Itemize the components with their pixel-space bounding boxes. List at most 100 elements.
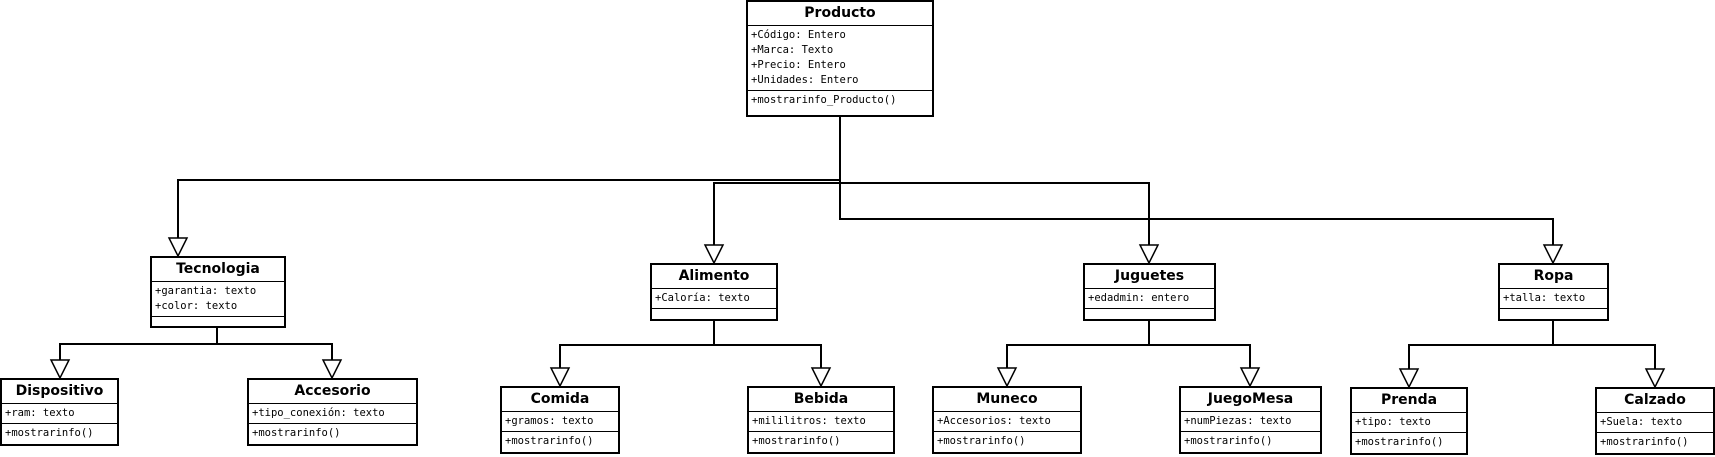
methods-section: +mostrarinfo() xyxy=(502,431,618,451)
class-alimento[interactable]: Alimento +Caloría: texto xyxy=(650,263,778,321)
class-producto[interactable]: Producto +Código: Entero +Marca: Texto +Pre… xyxy=(746,0,934,117)
attribute: +numPiezas: texto xyxy=(1184,415,1292,427)
class-muneco[interactable]: Muneco +Accesorios: texto +mostrarinfo() xyxy=(932,386,1082,454)
attribute: +Precio: Entero xyxy=(751,59,846,71)
methods-section: +mostrarinfo() xyxy=(1597,432,1713,452)
inheritance-line-dispositivo xyxy=(59,328,218,360)
class-name: Prenda xyxy=(1352,389,1466,413)
attribute: +Unidades: Entero xyxy=(751,74,859,86)
generalization-arrowhead-dispositivo xyxy=(49,359,71,380)
generalization-arrowhead-prenda xyxy=(1398,368,1420,389)
attributes-section: +gramos: texto xyxy=(502,412,618,431)
attributes-section: +numPiezas: texto xyxy=(1181,412,1320,431)
class-dispositivo[interactable]: Dispositivo +ram: texto +mostrarinfo() xyxy=(0,378,119,446)
attributes-section: +Código: Entero +Marca: Texto +Precio: Ent… xyxy=(748,26,932,90)
attribute: +Marca: Texto xyxy=(751,44,834,56)
class-bebida[interactable]: Bebida +mililitros: texto +mostrarinfo() xyxy=(747,386,895,454)
attributes-section: +talla: texto xyxy=(1500,289,1607,308)
generalization-arrowhead-comida xyxy=(549,367,571,388)
attribute: +garantia: texto xyxy=(155,285,257,297)
methods-section xyxy=(1085,308,1214,315)
class-comida[interactable]: Comida+gramos: texto +mostrarinfo() xyxy=(500,386,620,454)
attributes-section: +Accesorios: texto xyxy=(934,412,1080,431)
inheritance-line-muneco xyxy=(1006,321,1150,368)
generalization-arrowhead-alimento xyxy=(703,244,725,265)
attributes-section: +Suela: texto xyxy=(1597,413,1713,432)
attribute: +Código: Entero xyxy=(751,29,846,41)
attributes-section: +tipo_conexión: texto xyxy=(249,404,416,423)
method: +mostrarinfo() xyxy=(1600,436,1689,448)
class-ropa[interactable]: Ropa+talla: texto xyxy=(1498,263,1609,321)
method: +mostrarinfo() xyxy=(752,435,841,447)
class-name: Alimento xyxy=(652,265,776,289)
inheritance-line-accesorio xyxy=(216,328,333,360)
method: +mostrarinfo() xyxy=(505,435,594,447)
class-prenda[interactable]: Prenda +tipo: texto +mostrarinfo() xyxy=(1350,387,1468,455)
method: +mostrarinfo() xyxy=(5,427,94,439)
methods-section: +mostrarinfo() xyxy=(1352,432,1466,452)
class-name: Tecnologia xyxy=(152,258,284,282)
method: +mostrarinfo() xyxy=(1184,435,1273,447)
attributes-section: +ram: texto xyxy=(2,404,117,423)
methods-section xyxy=(152,316,284,323)
attributes-section: +tipo: texto xyxy=(1352,413,1466,432)
class-accesorio[interactable]: Accesorio +tipo_conexión: texto +mostrarin… xyxy=(247,378,418,446)
inheritance-line-tecnologia xyxy=(177,117,841,238)
generalization-arrowhead-calzado xyxy=(1644,368,1666,389)
method: +mostrarinfo() xyxy=(937,435,1026,447)
methods-section xyxy=(652,308,776,315)
method: +mostrarinfo() xyxy=(252,427,341,439)
methods-section: +mostrarinfo() xyxy=(249,423,416,443)
inheritance-line-bebida xyxy=(713,321,822,368)
class-name: Comida xyxy=(502,388,618,412)
generalization-arrowhead-tecnologia xyxy=(167,237,189,258)
inheritance-line-ropa xyxy=(839,117,1554,245)
methods-section: +mostrarinfo() xyxy=(749,431,893,451)
generalization-arrowhead-accesorio xyxy=(321,359,343,380)
class-name: Producto xyxy=(748,2,932,26)
methods-section: +mostrarinfo() xyxy=(934,431,1080,451)
inheritance-line-juguetes xyxy=(839,117,1150,245)
class-tecnologia[interactable]: Tecnologia +garantia: texto +color: texto xyxy=(150,256,286,328)
attribute: +Caloría: texto xyxy=(655,292,750,304)
attribute: +ram: texto xyxy=(5,407,75,419)
generalization-arrowhead-ropa xyxy=(1542,244,1564,265)
attribute: +tipo: texto xyxy=(1355,416,1431,428)
methods-section xyxy=(1500,308,1607,315)
class-name: Juguetes xyxy=(1085,265,1214,289)
inheritance-line-calzado xyxy=(1552,321,1656,369)
generalization-arrowhead-juguetes xyxy=(1138,244,1160,265)
generalization-arrowhead-muneco xyxy=(996,367,1018,388)
attribute: +tipo_conexión: texto xyxy=(252,407,385,419)
class-name: Muneco xyxy=(934,388,1080,412)
attributes-section: +garantia: texto +color: texto xyxy=(152,282,284,316)
class-calzado[interactable]: Calzado +Suela: texto +mostrarinfo() xyxy=(1595,387,1715,455)
class-name: JuegoMesa xyxy=(1181,388,1320,412)
attributes-section: +mililitros: texto xyxy=(749,412,893,431)
method: +mostrarinfo_Producto() xyxy=(751,94,897,106)
class-name: Bebida xyxy=(749,388,893,412)
attribute: +talla: texto xyxy=(1503,292,1586,304)
attribute: +Accesorios: texto xyxy=(937,415,1051,427)
methods-section: +mostrarinfo_Producto() xyxy=(748,90,932,110)
attribute: +edadmin: entero xyxy=(1088,292,1190,304)
class-name: Dispositivo xyxy=(2,380,117,404)
attribute: +Suela: texto xyxy=(1600,416,1683,428)
attribute: +color: texto xyxy=(155,300,238,312)
methods-section: +mostrarinfo() xyxy=(2,423,117,443)
class-juegomesa[interactable]: JuegoMesa +numPiezas: texto +mostrarinfo() xyxy=(1179,386,1322,454)
inheritance-line-prenda xyxy=(1408,321,1554,369)
method: +mostrarinfo() xyxy=(1355,436,1444,448)
class-name: Calzado xyxy=(1597,389,1713,413)
methods-section: +mostrarinfo() xyxy=(1181,431,1320,451)
inheritance-line-comida xyxy=(559,321,715,368)
attribute: +mililitros: texto xyxy=(752,415,866,427)
generalization-arrowhead-bebida xyxy=(810,367,832,388)
attributes-section: +edadmin: entero xyxy=(1085,289,1214,308)
inheritance-line-juegomesa xyxy=(1148,321,1251,368)
generalization-arrowhead-juegomesa xyxy=(1239,367,1261,388)
class-name: Accesorio xyxy=(249,380,416,404)
class-juguetes[interactable]: Juguetes +edadmin: entero xyxy=(1083,263,1216,321)
